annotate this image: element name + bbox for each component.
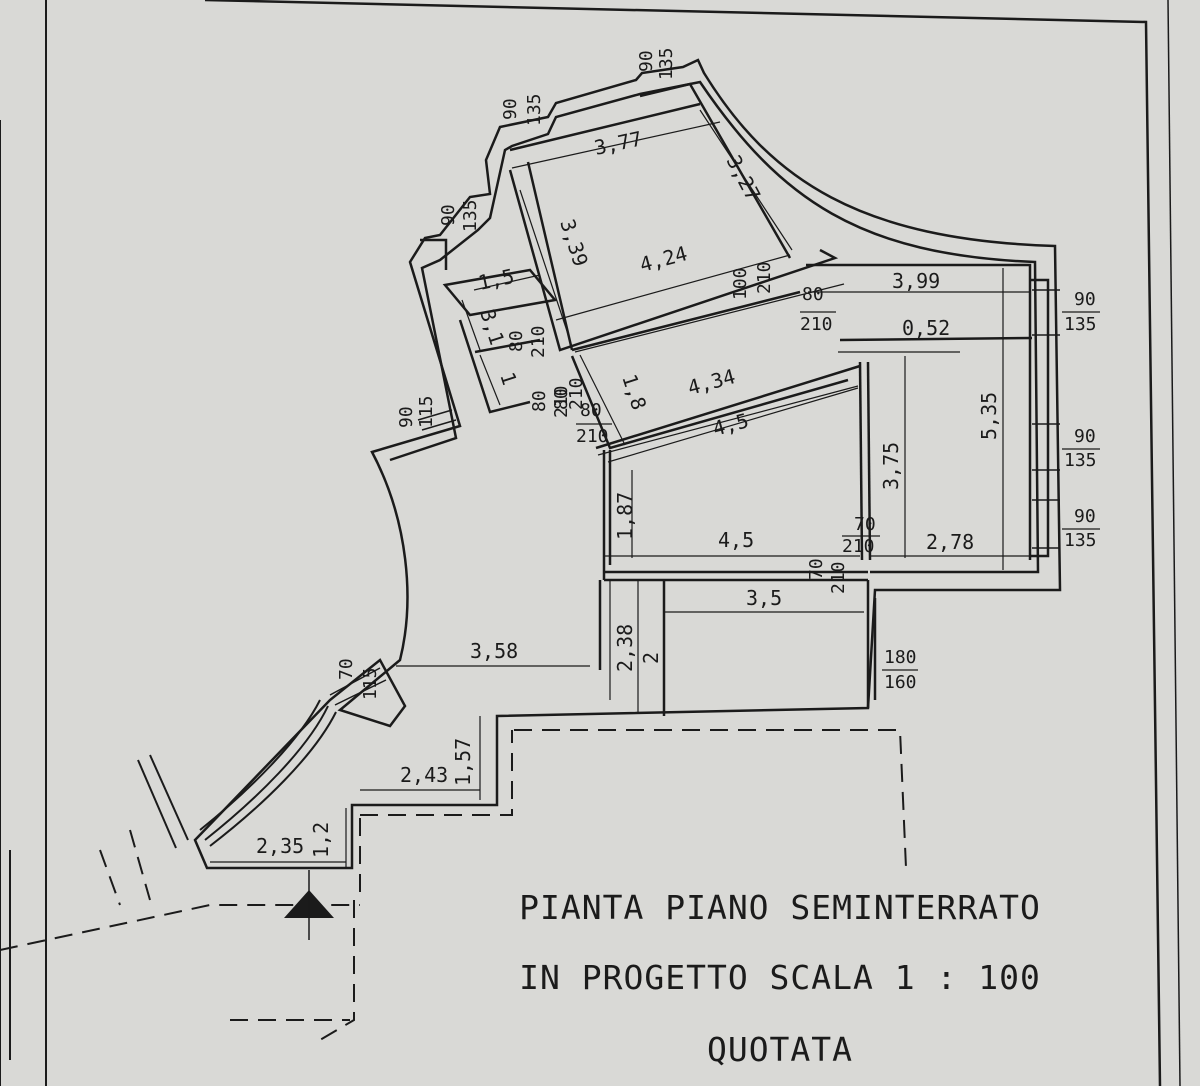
opening-width-label: 90 (438, 204, 459, 226)
opening-width-label: 100 (730, 267, 751, 300)
opening-height-label: 210 (576, 426, 609, 447)
dimension-label: 3,5 (746, 586, 782, 610)
dimension-labels: 3,77 3,27 3,39 4,24 1,5 3,1 1 1,8 4,34 4… (256, 126, 1001, 858)
dimension-label: 1,2 (309, 822, 333, 858)
opening-height-label: 135 (656, 47, 677, 80)
opening-height-label: 135 (524, 93, 545, 126)
dimension-label: 3,75 (879, 442, 903, 490)
dimension-label: 1 (495, 369, 522, 388)
dimension-label: 4,24 (637, 241, 690, 277)
dimension-label: 4,5 (710, 408, 751, 441)
dimension-label: 1,8 (617, 371, 651, 413)
opening-height-label: 210 (842, 536, 875, 557)
dimension-label: 1,57 (451, 738, 475, 786)
opening-width-label: 90 (396, 406, 417, 428)
dimension-label: 3,58 (470, 639, 518, 663)
opening-height-label: 210 (551, 385, 572, 418)
opening-height-label: 135 (1064, 450, 1097, 471)
dimension-label: 3,39 (555, 216, 593, 269)
opening-width-label: 80 (529, 390, 550, 412)
opening-width-label: 70 (806, 558, 827, 580)
opening-width-label: 70 (336, 658, 357, 680)
dimension-label: 4,5 (718, 528, 754, 552)
opening-width-label: 80 (506, 330, 527, 352)
dimension-label: 3,99 (892, 269, 940, 293)
opening-width-label: 90 (1074, 426, 1096, 447)
opening-height-label: 210 (566, 377, 587, 410)
opening-height-label: 115 (416, 395, 437, 428)
dimension-label: 0,52 (902, 316, 950, 340)
dimension-label: 3,27 (722, 151, 766, 205)
opening-height-label: 210 (828, 561, 849, 594)
plan-title-line-1: PIANTA PIANO SEMINTERRATO (519, 888, 1041, 927)
opening-width-label: 90 (1074, 289, 1096, 310)
dimension-label: 4,34 (685, 364, 738, 400)
opening-width-label: 80 (802, 284, 824, 305)
plan-title-line-3: QUOTATA (706, 1030, 854, 1069)
dimension-label: 1,5 (476, 264, 516, 295)
dimension-label: 3,1 (475, 306, 509, 348)
opening-height-label: 210 (528, 325, 549, 358)
entrance-arrow-icon (284, 870, 334, 940)
dimension-label: 3,77 (592, 126, 644, 159)
opening-height-label: 135 (1064, 314, 1097, 335)
dimension-label: 2,38 (613, 624, 637, 672)
opening-height-label: 210 (800, 314, 833, 335)
dimension-label: 5,35 (977, 392, 1001, 440)
curved-window-wall (137, 699, 337, 849)
dimension-label: 2,78 (926, 530, 974, 554)
window-marks (329, 289, 1060, 706)
dimension-label: 2 (639, 652, 663, 664)
opening-width-label: 80 (580, 400, 602, 421)
opening-height-label: 135 (1064, 530, 1097, 551)
dimension-label: 2,35 (256, 834, 304, 858)
walls (193, 58, 1062, 870)
opening-fraction-bars (576, 311, 1100, 671)
opening-height-label: 135 (460, 199, 481, 232)
opening-width-label: 90 (500, 98, 521, 120)
dimension-label: 1,87 (613, 492, 637, 540)
opening-width-label: 70 (854, 514, 876, 535)
opening-width-label: 90 (1074, 506, 1096, 527)
dimension-label: 2,43 (400, 763, 448, 787)
opening-width-label: 180 (884, 647, 917, 668)
opening-height-label: 115 (360, 667, 381, 700)
dimension-lines (210, 109, 1030, 868)
opening-width-label: 80 (551, 388, 572, 410)
plan-title-line-2: IN PROGETTO SCALA 1 : 100 (519, 958, 1041, 997)
opening-height-label: 160 (884, 672, 917, 693)
opening-height-label: 210 (754, 261, 775, 294)
opening-width-label: 90 (636, 50, 657, 72)
opening-labels: 90 135 90 135 90 135 90 135 90 135 90 13… (336, 47, 1097, 700)
